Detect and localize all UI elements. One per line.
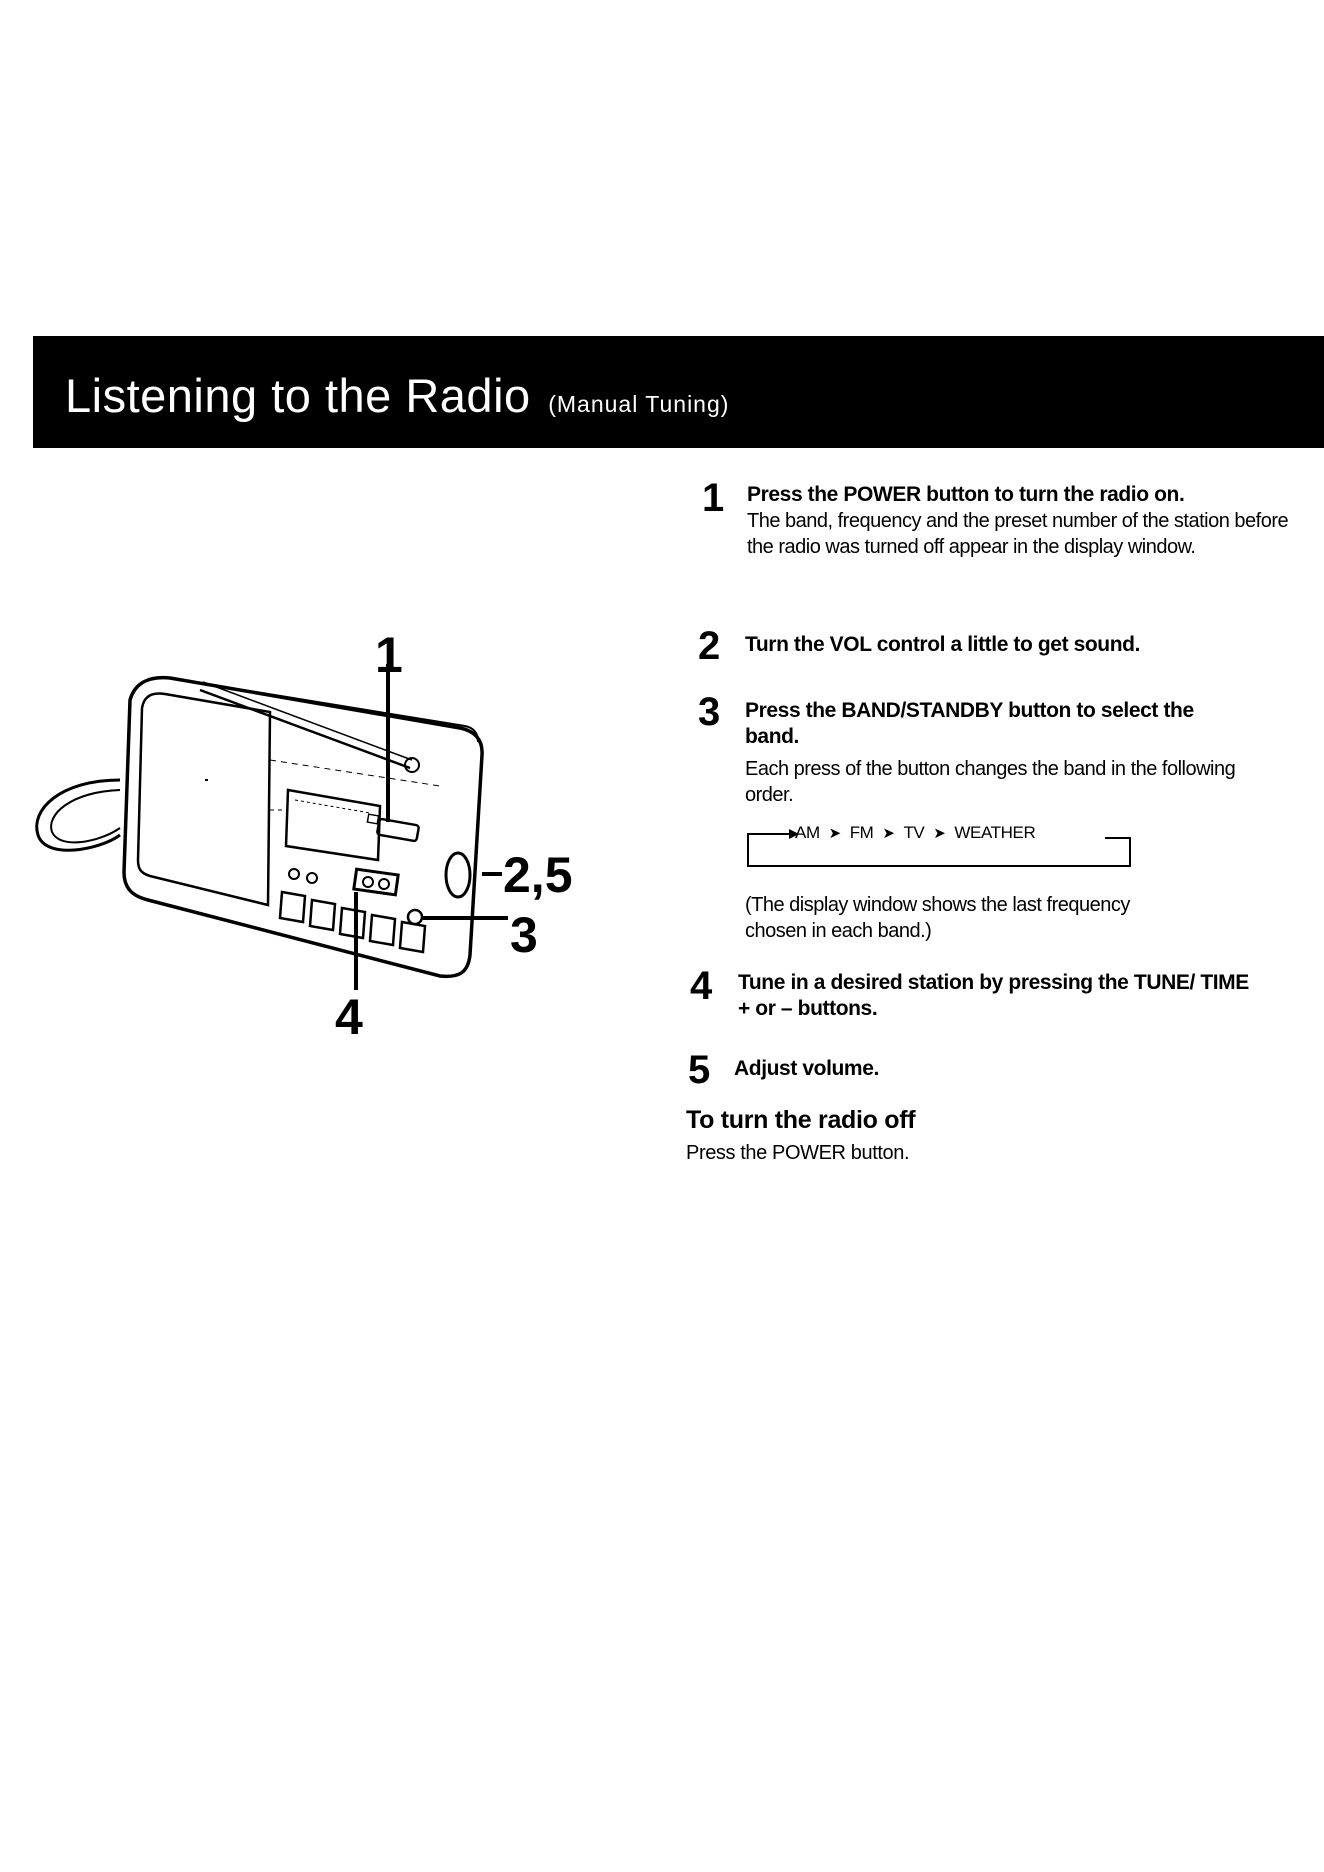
callout-2-5: 2,5 (503, 847, 573, 903)
turn-off-heading: To turn the radio off (686, 1106, 916, 1134)
step-title: Turn the VOL control a little to get sou… (745, 633, 1141, 656)
arrow-icon: ➤ (828, 825, 842, 842)
step-text: The band, frequency and the preset numbe… (747, 510, 1289, 558)
band-order-loop (747, 829, 1131, 867)
step-number: 5 (688, 1048, 711, 1092)
step-body: Adjust volume. (734, 1056, 1304, 1082)
step-title: Press the BAND/STANDBY button to select … (745, 699, 1194, 748)
header-bar (33, 336, 1324, 448)
page-title-text: Listening to the Radio (65, 369, 531, 422)
step-body: Press the POWER button to turn the radio… (747, 482, 1317, 560)
radio-drawing (35, 664, 508, 990)
callout-3: 3 (510, 907, 538, 963)
arrow-icon: ➤ (933, 825, 946, 842)
arrow-icon: ➤ (882, 825, 895, 842)
step-title: Press the POWER button to turn the radio… (747, 483, 1185, 506)
step-title: Adjust volume. (734, 1057, 879, 1080)
page-subtitle: (Manual Tuning) (548, 391, 730, 417)
band-order-labels: AM ➤ FM ➤ TV ➤ WEATHER (795, 823, 1036, 843)
step-body: Press the BAND/STANDBY button to select … (745, 698, 1265, 944)
step-number: 2 (698, 624, 721, 668)
band-order-diagram: AM ➤ FM ➤ TV ➤ WEATHER (745, 822, 1145, 870)
step-body: Tune in a desired station by pressing th… (738, 970, 1258, 1022)
step-number: 3 (698, 690, 721, 734)
band-am: AM (795, 823, 820, 842)
callout-1: 1 (375, 627, 403, 683)
step-text: Each press of the button changes the ban… (745, 758, 1236, 806)
step-title: Tune in a desired station by pressing th… (738, 971, 1249, 1020)
turn-off-text: Press the POWER button. (686, 1142, 910, 1164)
step-number: 1 (702, 476, 725, 520)
page-title: Listening to the Radio (Manual Tuning) (65, 368, 729, 423)
band-fm: FM (849, 823, 874, 842)
step-note: (The display window shows the last frequ… (745, 894, 1130, 942)
band-weather: WEATHER (954, 823, 1036, 842)
band-tv: TV (903, 823, 925, 842)
radio-illustration: 1 2,5 3 4 (20, 610, 580, 1060)
callout-4: 4 (335, 989, 363, 1045)
step-number: 4 (690, 964, 713, 1008)
step-body: Turn the VOL control a little to get sou… (745, 632, 1315, 658)
